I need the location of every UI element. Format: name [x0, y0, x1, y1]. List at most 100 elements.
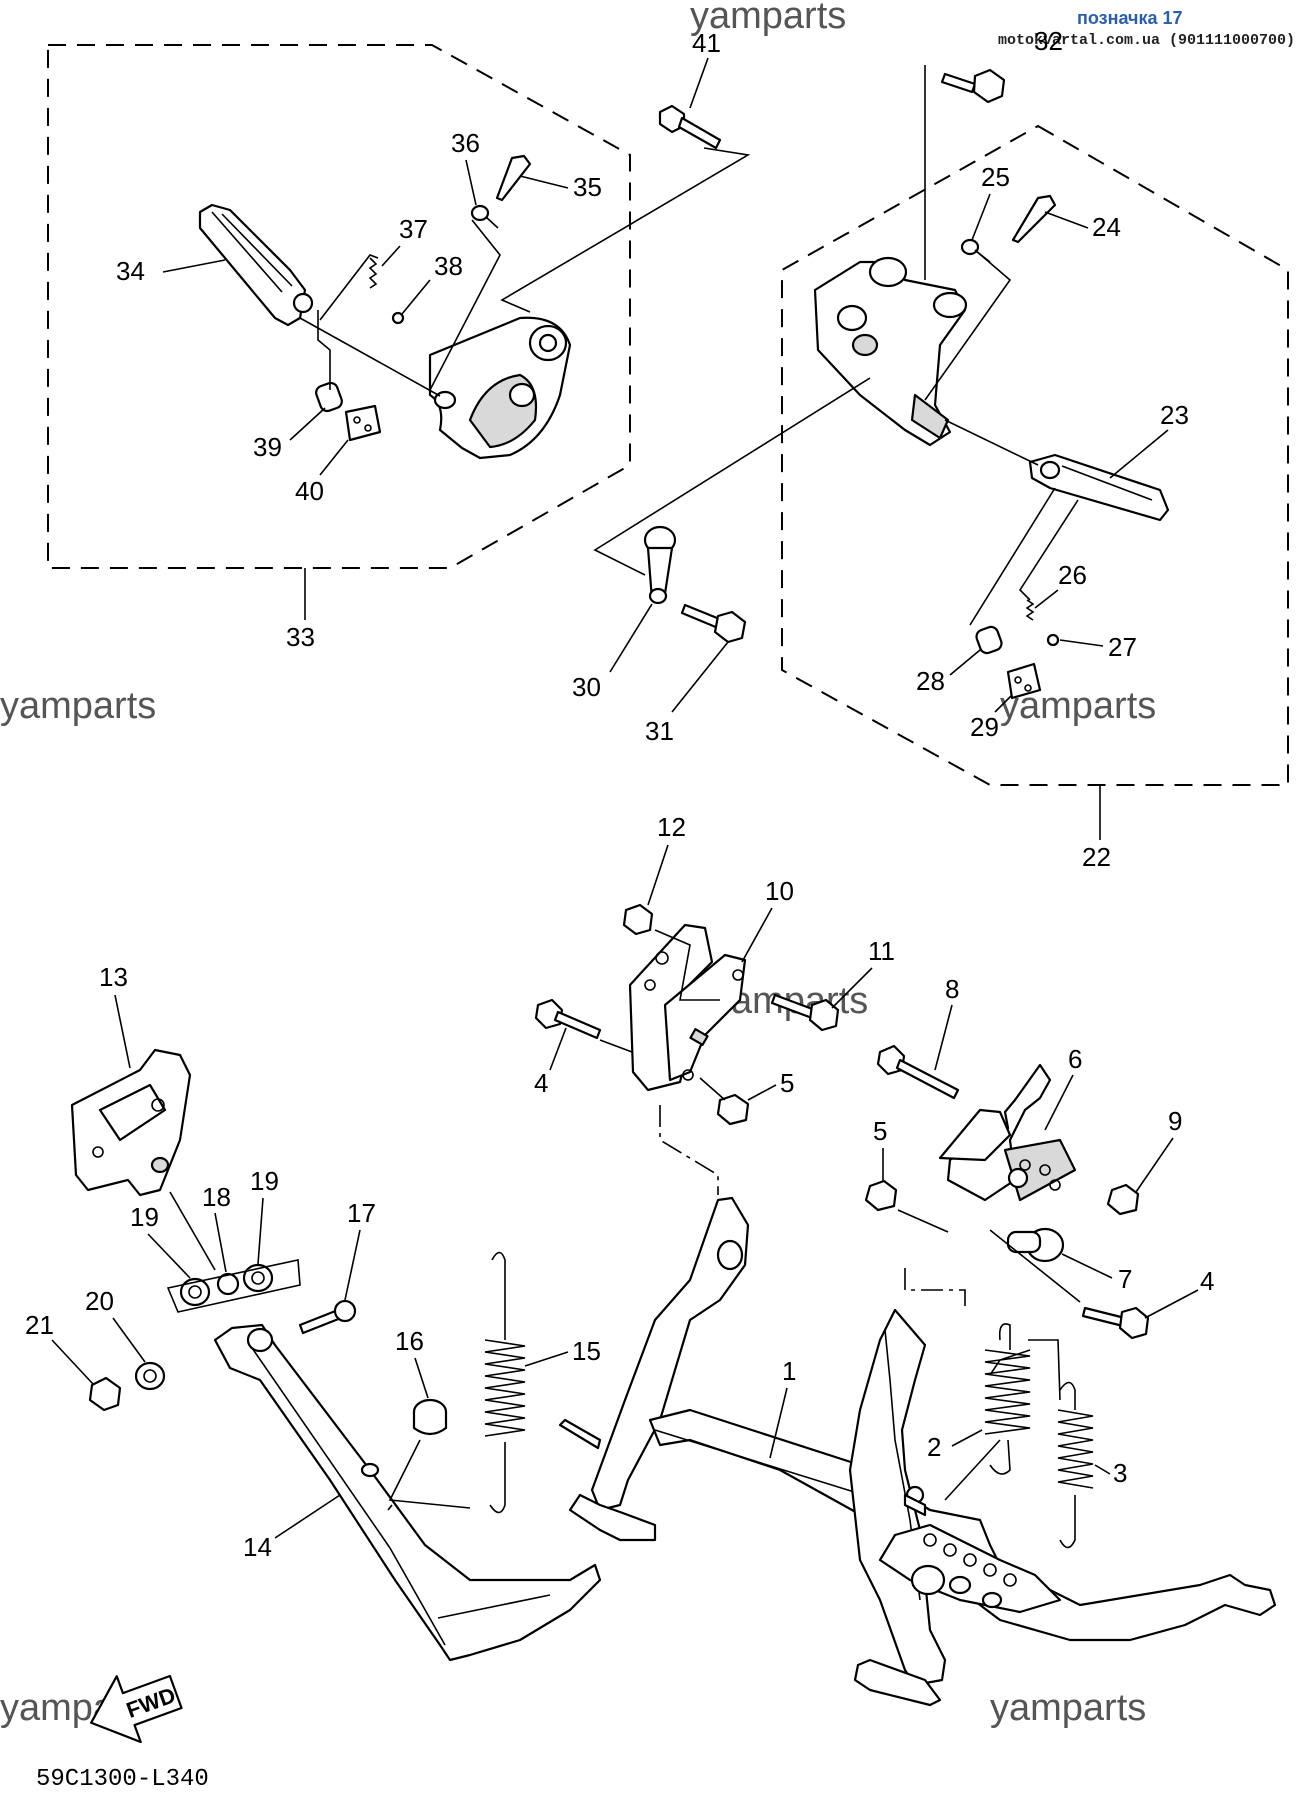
left-collar-39 — [315, 381, 343, 413]
sidestand-bracket-13 — [70, 1048, 192, 1197]
assembly-outline — [166, 1259, 301, 1313]
left-pin-36 — [470, 204, 499, 229]
assembly-line — [500, 147, 751, 313]
drawing-code: 59C1300-L340 — [36, 1766, 209, 1793]
callout-20: 20 — [85, 1286, 114, 1316]
assembly-line — [904, 1268, 966, 1310]
sidestand-14 — [213, 1323, 602, 1662]
callout-12: 12 — [657, 812, 686, 842]
callout-16: 16 — [395, 1326, 424, 1356]
callout-25: 25 — [981, 162, 1010, 192]
callout-9: 9 — [1168, 1106, 1182, 1136]
callout-39: 39 — [253, 432, 282, 462]
callout-34: 34 — [116, 256, 145, 286]
callout-6: 6 — [1068, 1044, 1082, 1074]
assembly-line — [169, 1191, 216, 1271]
group-box-33 — [47, 44, 631, 569]
callout-2: 2 — [927, 1432, 941, 1462]
assembly-line — [989, 1349, 1031, 1376]
right-collar-28 — [975, 625, 1003, 655]
left-footrest-bracket — [428, 316, 572, 460]
nut-12 — [622, 903, 654, 936]
right-ball-27 — [1046, 633, 1060, 647]
assembly-line — [897, 1209, 949, 1233]
left-spring-37 — [368, 257, 378, 289]
assembly-line — [969, 487, 1056, 626]
stand-plate-6 — [938, 1063, 1077, 1202]
callout-37: 37 — [399, 214, 428, 244]
callout-41: 41 — [692, 28, 721, 58]
site-label: motokvartal.com.ua (901111000700) — [998, 32, 1295, 49]
spring-2 — [984, 1323, 1031, 1475]
nut-5b — [864, 1179, 898, 1212]
callout-22: 22 — [1082, 842, 1111, 872]
callout-17: 17 — [347, 1198, 376, 1228]
watermark: yamparts — [0, 685, 156, 727]
callout-35: 35 — [573, 172, 602, 202]
assembly-line — [989, 1229, 1081, 1303]
right-footrest-bracket — [813, 256, 968, 447]
link-30 — [643, 525, 677, 605]
stand-plate-10 — [628, 923, 747, 1092]
callout-3: 3 — [1113, 1458, 1127, 1488]
callout-36: 36 — [451, 128, 480, 158]
callout-32: 32 — [1034, 26, 1063, 56]
collar-7 — [1006, 1227, 1065, 1263]
callout-19a: 19 — [130, 1202, 159, 1232]
assembly-line — [924, 249, 1012, 401]
assembly-line — [317, 310, 331, 390]
callout-28: 28 — [916, 666, 945, 696]
assembly-line — [944, 419, 1039, 466]
callout-14: 14 — [243, 1532, 272, 1562]
assembly-line — [319, 254, 379, 321]
spring-3 — [1057, 1381, 1094, 1549]
callout-29: 29 — [970, 712, 999, 742]
washer-19a — [179, 1277, 211, 1307]
washer-19b — [242, 1263, 274, 1293]
washer-20 — [134, 1361, 166, 1391]
callout-4a: 4 — [534, 1068, 548, 1098]
callout-38: 38 — [434, 251, 463, 281]
callout-30: 30 — [572, 672, 601, 702]
right-spring-26 — [1025, 599, 1035, 621]
bolt-8 — [876, 1044, 960, 1100]
nut-21 — [88, 1376, 122, 1412]
callout-13: 13 — [99, 962, 128, 992]
assembly-line — [659, 1105, 719, 1195]
callout-8: 8 — [945, 974, 959, 1004]
callout-11: 11 — [868, 936, 895, 966]
watermark: yamparts — [690, 0, 846, 37]
left-bolt-41 — [658, 104, 722, 150]
callout-31: 31 — [645, 716, 674, 746]
collar-18 — [216, 1272, 240, 1296]
right-clip-24 — [1011, 194, 1057, 244]
callout-26: 26 — [1058, 560, 1087, 590]
bolt-17 — [298, 1299, 357, 1335]
left-clip-35 — [495, 154, 532, 202]
main-stand-1 — [558, 1196, 1277, 1707]
assembly-line — [429, 219, 501, 391]
callout-4b: 4 — [1200, 1266, 1214, 1296]
assembly-line — [599, 1039, 633, 1053]
assembly-line — [944, 1439, 1001, 1501]
left-plate-40 — [344, 404, 382, 442]
nut-9 — [1106, 1183, 1140, 1216]
callout-5a: 5 — [780, 1068, 794, 1098]
bolt-4b — [1081, 1306, 1150, 1340]
callout-40: 40 — [295, 476, 324, 506]
watermark: yamparts — [990, 1687, 1146, 1729]
assembly-line — [387, 1504, 393, 1511]
assembly-line — [388, 1439, 471, 1509]
right-footpeg — [1028, 453, 1170, 522]
callout-7: 7 — [1118, 1264, 1132, 1294]
left-ball-38 — [391, 311, 405, 325]
callout-10: 10 — [765, 876, 794, 906]
callout-23: 23 — [1160, 400, 1189, 430]
bolt-31 — [680, 603, 747, 644]
bolt-4a — [534, 998, 602, 1040]
callout-15: 15 — [572, 1336, 601, 1366]
right-plate-29 — [1006, 662, 1042, 700]
spring-15 — [484, 1251, 526, 1514]
cap-16 — [412, 1398, 448, 1436]
